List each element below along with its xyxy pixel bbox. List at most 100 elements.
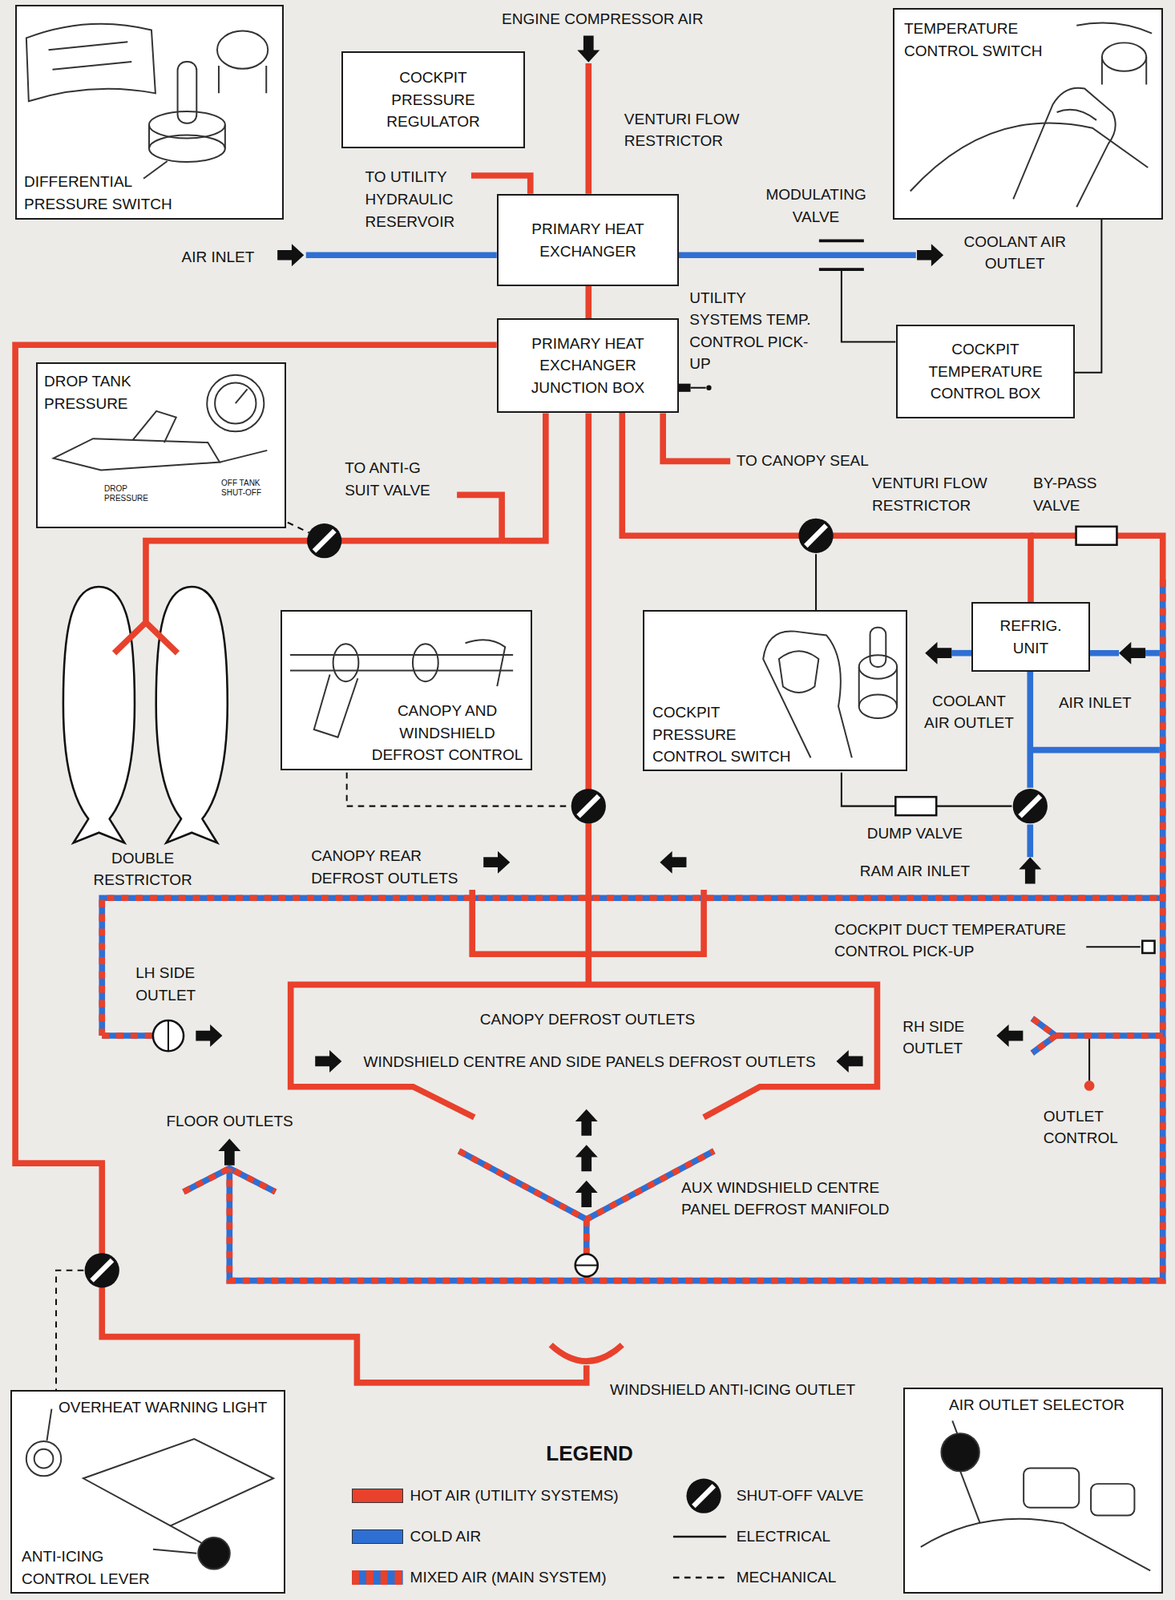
temperature-pickup bbox=[706, 385, 711, 391]
control-sketch bbox=[960, 1470, 981, 1523]
flow-arrow bbox=[314, 1049, 342, 1073]
cold-air-duct bbox=[1145, 650, 1160, 657]
cold-air-duct bbox=[1086, 650, 1119, 657]
control-sketch bbox=[1102, 42, 1147, 71]
process-box: PRIMARY HEAT EXCHANGER JUNCTION BOX bbox=[496, 318, 679, 413]
temperature-pickup bbox=[678, 383, 691, 392]
legend-sample bbox=[673, 1535, 727, 1539]
drop-tank bbox=[156, 586, 228, 829]
panel-caption: COCKPIT PRESSURE CONTROL SWITCH bbox=[652, 701, 801, 768]
hot-air-duct bbox=[585, 63, 592, 194]
callout-label: WINDSHIELD ANTI-ICING OUTLET bbox=[609, 1378, 856, 1402]
control-sketch bbox=[859, 694, 897, 719]
control-sketch bbox=[290, 670, 513, 672]
hot-air-duct bbox=[585, 286, 592, 319]
callout-label: RAM AIR INLET bbox=[860, 860, 970, 883]
valve-body bbox=[1076, 526, 1118, 546]
panel-caption: OFF TANK SHUT-OFF bbox=[221, 478, 270, 498]
callout-label: TO ANTI-G SUIT VALVE bbox=[344, 456, 449, 501]
flow-arrow bbox=[1118, 642, 1146, 665]
control-sketch bbox=[952, 1420, 957, 1434]
control-sketch bbox=[1090, 1483, 1135, 1515]
panel-caption: DIFFERENTIAL PRESSURE SWITCH bbox=[24, 170, 181, 215]
control-sketch bbox=[46, 1409, 52, 1441]
box-label: PRIMARY HEAT EXCHANGER bbox=[516, 218, 661, 263]
electrical-wire bbox=[690, 387, 707, 389]
box-label: COCKPIT TEMPERATURE CONTROL BOX bbox=[913, 338, 1058, 405]
box-label: REFRIG. UNIT bbox=[982, 614, 1079, 659]
flow-arrow bbox=[483, 851, 510, 874]
control-sketch bbox=[48, 41, 133, 69]
electrical-wire bbox=[1086, 945, 1140, 948]
flow-arrow bbox=[218, 1138, 241, 1166]
mechanical-link bbox=[347, 772, 570, 807]
control-sketch bbox=[149, 135, 226, 162]
control-sketch bbox=[412, 643, 439, 682]
electrical-wire bbox=[167, 1020, 170, 1051]
shut-off-valve bbox=[686, 1478, 721, 1514]
control-sketch bbox=[1102, 56, 1147, 85]
legend-heading: LEGEND bbox=[545, 1438, 633, 1470]
panel-caption: DROP PRESSURE bbox=[104, 484, 153, 504]
control-sketch bbox=[910, 122, 1148, 191]
hot-air-duct bbox=[15, 63, 1163, 1383]
callout-label: ENGINE COMPRESSOR AIR bbox=[501, 8, 703, 31]
control-sketch bbox=[26, 24, 156, 102]
modulating-valve bbox=[819, 240, 865, 270]
control-sketch bbox=[149, 125, 226, 150]
legend-sample bbox=[673, 1576, 727, 1579]
panel-caption: DROP TANK PRESSURE bbox=[44, 370, 145, 415]
flow-arrow bbox=[195, 1024, 223, 1047]
callout-label: DUMP VALVE bbox=[867, 822, 963, 845]
cold-air-duct bbox=[1026, 671, 1034, 858]
callout-label: VENTURI FLOW RESTRICTOR bbox=[872, 472, 1005, 517]
mixed-air-duct bbox=[101, 579, 1163, 1281]
control-sketch bbox=[1013, 88, 1115, 208]
callout-label: DOUBLE RESTRICTOR bbox=[86, 847, 199, 892]
shut-off-valve bbox=[84, 518, 1048, 1514]
control-sketch bbox=[217, 31, 268, 69]
control-sketch bbox=[1057, 109, 1097, 121]
panel-caption: ANTI-ICING CONTROL LEVER bbox=[21, 1545, 158, 1590]
flow-arrow bbox=[924, 642, 952, 665]
electrical-wire bbox=[841, 772, 1013, 807]
hot-air-duct bbox=[456, 494, 502, 541]
control-sketch bbox=[314, 674, 359, 737]
control-sketch bbox=[1023, 1467, 1079, 1507]
box-text-group: COCKPIT PRESSURE REGULATOR bbox=[373, 66, 494, 134]
drop-tank bbox=[165, 818, 218, 844]
panel-caption: CANOPY AND WINDSHIELD DEFROST CONTROL bbox=[367, 699, 528, 767]
box-text-group: PRIMARY HEAT EXCHANGER JUNCTION BOX bbox=[516, 332, 661, 400]
legend-swatch bbox=[351, 1488, 404, 1503]
legend-label: ELECTRICAL bbox=[736, 1526, 831, 1548]
callout-label: VENTURI FLOW RESTRICTOR bbox=[624, 108, 757, 153]
callout-label: RH SIDE OUTLET bbox=[902, 1015, 983, 1060]
process-box: PRIMARY HEAT EXCHANGER bbox=[496, 193, 679, 287]
box-text-group: PRIMARY HEAT EXCHANGER bbox=[516, 218, 661, 263]
flow-arrow bbox=[996, 1024, 1023, 1047]
callout-label: COOLANT AIR OUTLET bbox=[950, 230, 1079, 275]
control-sketch bbox=[1076, 22, 1152, 33]
hot-air-duct bbox=[15, 344, 587, 1383]
inset-panel: AIR OUTLET SELECTOR bbox=[903, 1387, 1163, 1594]
panel-caption: OVERHEAT WARNING LIGHT bbox=[58, 1396, 267, 1419]
hot-air-duct bbox=[471, 175, 531, 194]
legend-swatch bbox=[351, 1529, 404, 1544]
electrical-wire bbox=[575, 1263, 598, 1266]
control-sketch bbox=[940, 1433, 979, 1471]
inset-panel: CANOPY AND WINDSHIELD DEFROST CONTROL bbox=[280, 609, 533, 771]
valve-body bbox=[153, 526, 1155, 1277]
flow-arrow bbox=[277, 243, 304, 267]
control-sketch bbox=[83, 1438, 274, 1526]
temperature-pickup bbox=[1084, 1080, 1095, 1091]
hot-air-duct bbox=[662, 413, 731, 462]
control-sketch bbox=[779, 650, 819, 693]
box-text-group: COCKPIT TEMPERATURE CONTROL BOX bbox=[913, 338, 1058, 405]
inset-panel: DIFFERENTIAL PRESSURE SWITCH bbox=[15, 4, 284, 220]
control-sketch bbox=[465, 639, 506, 687]
inset-panel: TEMPERATURE CONTROL SWITCH bbox=[892, 8, 1163, 220]
inset-panel: DROP TANK PRESSURE DROP PRESSURE OFF TANK … bbox=[36, 362, 287, 529]
cold-air-duct bbox=[306, 251, 497, 259]
